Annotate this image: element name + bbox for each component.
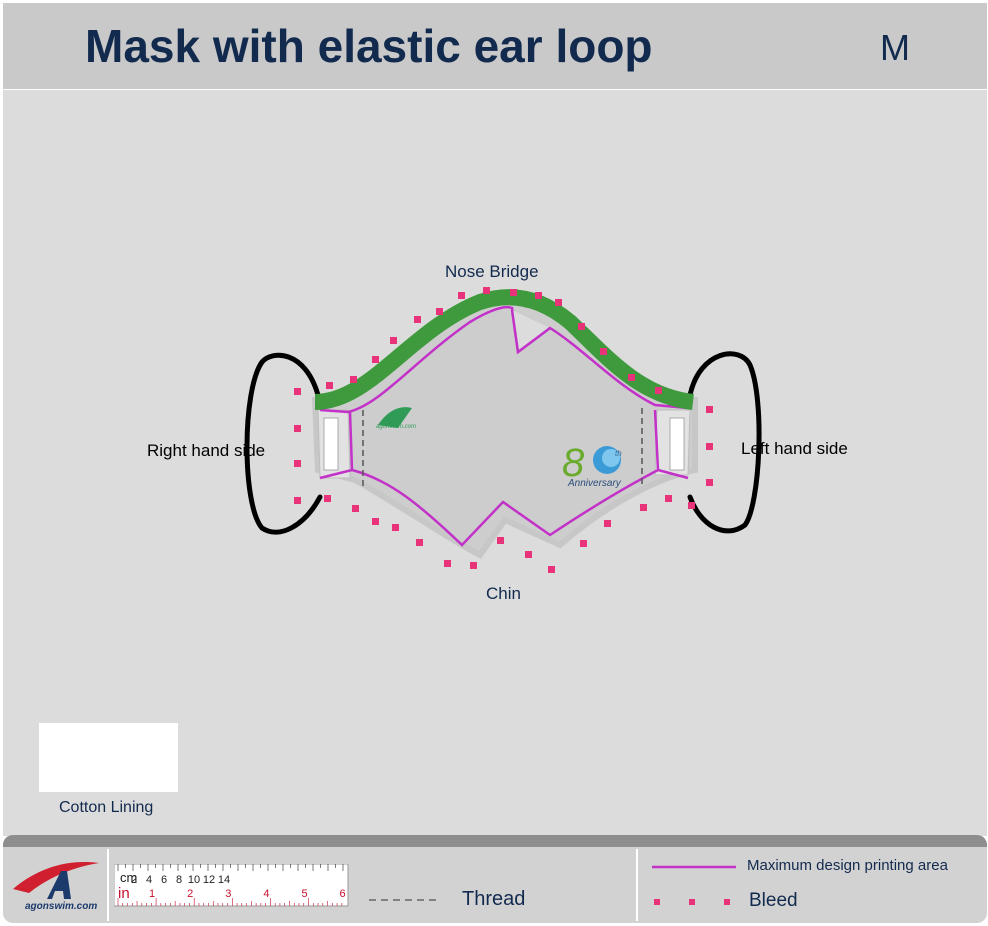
- right-hand-side-label: Right hand side: [147, 441, 266, 460]
- ruler-in-tick-label: 1: [149, 888, 155, 900]
- cotton-lining-swatch: [39, 723, 178, 792]
- thread-legend-label: Thread: [462, 888, 526, 910]
- ruler-cm-tick-label: 14: [218, 874, 230, 886]
- left-label-tag: [669, 417, 685, 471]
- left-ear-loop: [687, 351, 762, 534]
- thread-legend-icon: [369, 899, 439, 901]
- left-hand-side-label: Left hand side: [741, 439, 848, 458]
- right-ear-loop: [244, 352, 323, 535]
- mask-brand-logo-text: agonswim.com: [376, 424, 416, 430]
- ruler-cm-tick-label: 2: [131, 874, 137, 886]
- ruler-in-tick-label: 2: [187, 888, 193, 900]
- max-area-legend-icon: [652, 865, 736, 869]
- ruler-cm-tick-label: 6: [161, 874, 167, 886]
- bleed-legend-icon: [654, 899, 730, 905]
- mask-outer-shape: [311, 292, 698, 559]
- ruler-in-tick-label: 5: [301, 888, 307, 900]
- chin-label: Chin: [486, 584, 521, 603]
- bleed-legend-label: Bleed: [749, 890, 798, 911]
- bleed-dots: [294, 287, 713, 573]
- nose-notch: [510, 309, 551, 355]
- ruler-cm-tick-label: 12: [203, 874, 215, 886]
- ruler-in-label: in: [118, 885, 130, 902]
- cotton-lining-label: Cotton Lining: [59, 799, 154, 816]
- footer-separator: [636, 849, 638, 921]
- size-label: M: [880, 27, 910, 68]
- page-title: Mask with elastic ear loop: [85, 20, 653, 72]
- anniversary-word: Anniversary: [567, 478, 622, 489]
- anniversary-logo: 8 th Anniversary: [562, 441, 622, 489]
- nose-bridge-label: Nose Bridge: [445, 262, 539, 281]
- agonswim-logo-mark: [47, 871, 71, 899]
- agonswim-logo: agonswim.com: [13, 862, 99, 912]
- right-label-tag: [323, 417, 339, 471]
- agonswim-logo-swoosh: [13, 862, 99, 893]
- mask-brand-logo: agonswim.com: [376, 407, 416, 430]
- ruler-cm-label: cm: [120, 870, 137, 885]
- footer-top-strip: [3, 835, 987, 847]
- anniversary-numeral: 8: [562, 441, 585, 485]
- nose-bridge-strip: [314, 289, 695, 410]
- footer-brand-text: agonswim.com: [25, 901, 97, 912]
- anniversary-suffix: th: [615, 449, 622, 458]
- header-bar: Mask with elastic ear loop M: [3, 3, 987, 89]
- max-print-area-outline: [319, 305, 689, 547]
- ruler-in-tick-label: 6: [340, 888, 346, 900]
- max-area-legend-label: Maximum design printing area: [747, 857, 948, 874]
- ruler-in-tick-label: 4: [263, 888, 269, 900]
- ruler-cm-tick-label: 4: [146, 874, 152, 886]
- ruler-in-tick-label: 3: [225, 888, 231, 900]
- ruler-cm-tick-label: 8: [176, 874, 182, 886]
- ruler-cm-tick-label: 10: [188, 874, 200, 886]
- footer-separator: [107, 849, 109, 921]
